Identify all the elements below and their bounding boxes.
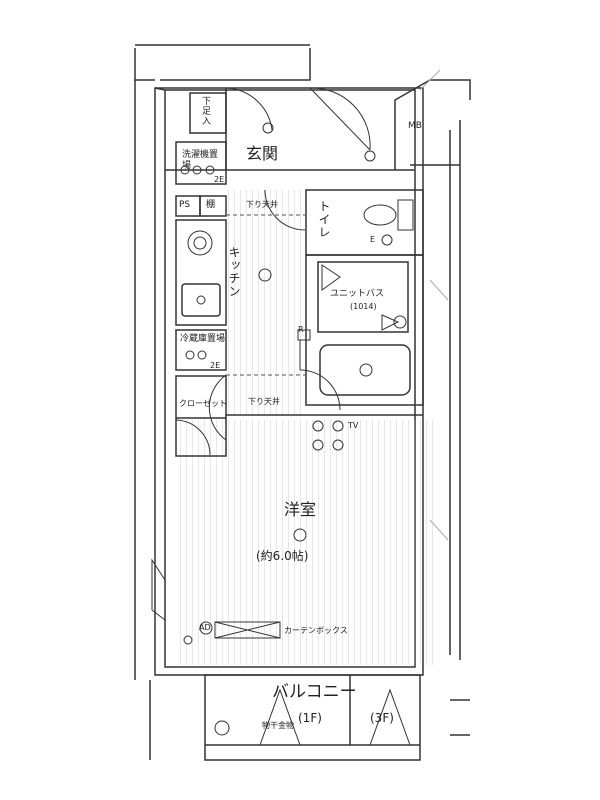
western-room-label: 洋室 [284,500,317,519]
outlet-icon [185,350,195,360]
shower-icon [381,314,400,331]
door-swings [151,87,371,622]
outlet-icon [332,439,344,451]
tv-label: TV [348,421,359,430]
shoe-box-label: 下足入 [200,96,210,126]
ceiling-light-icon [258,268,272,282]
stove-burner-icon [193,236,207,250]
faucet-icon [321,264,341,291]
ad-label: AD [199,623,211,632]
outlet-icon [205,165,215,175]
stove-burner-icon [187,230,213,256]
outlet-icon [312,439,324,451]
curtain-box-label: カーテンボックス [284,626,348,635]
ceiling-light-icon [293,528,307,542]
outlet-icon [332,420,344,432]
balcony-1f-label: (1F) [298,711,322,725]
toilet-tank-icon [397,199,414,231]
floor-pattern [180,190,435,665]
washer-outlet-label: 2E [214,175,225,184]
unit-bath-size-label: (1014) [350,302,377,311]
mirror-light-icon [393,315,407,329]
bath-drain-icon [359,363,373,377]
ad-sensor-icon [199,621,213,635]
balcony-3f-label: (3F) [370,711,394,725]
curtain-box [214,621,281,639]
ceiling-drop-top-label: 下り天井 [246,200,278,209]
sink-drain-icon [196,295,206,305]
interior-walls [165,88,424,761]
refrigerator-code-label: R [298,325,304,334]
closet-label: クローゼット [179,399,227,408]
outlet-icon [180,165,190,175]
exterior-hatch [419,69,449,541]
washer-label: 洗濯機置場 [182,150,219,172]
entrance-label: 玄関 [246,144,279,163]
mb-label: MB [408,121,422,131]
outlet-icon [381,234,393,246]
fridge-outlet-label: 2E [210,361,221,370]
outlet-icon [364,150,376,162]
surrounding-walls [134,44,471,760]
toilet-label: トイレ [317,200,331,239]
outlet-icon [312,420,324,432]
shelf-label: 棚 [206,200,216,210]
balcony-label: バルコニー [272,682,357,702]
fridge-label: 冷蔵庫置場 [180,334,226,344]
drying-hardware-label: 物干金物 [262,721,294,730]
outlet-icon [183,635,193,645]
ps-label: PS [179,200,191,210]
kitchen-label: キッチン [227,246,241,298]
toilet-outlet-label: E [370,235,376,244]
western-room-size-label: (約6.0帖) [256,549,309,563]
outlet-icon [197,350,207,360]
fixtures [180,122,414,736]
ceiling-drop-lines [226,214,306,376]
ceiling-drop-bottom-label: 下り天井 [248,397,280,406]
balcony-partitions [259,688,411,746]
ceiling-light-icon [262,122,274,134]
drying-hook-icon [214,720,230,736]
outlet-icon [192,165,202,175]
toilet-bowl-icon [363,204,397,226]
unit-bath-label: ユニットバス [330,289,385,299]
